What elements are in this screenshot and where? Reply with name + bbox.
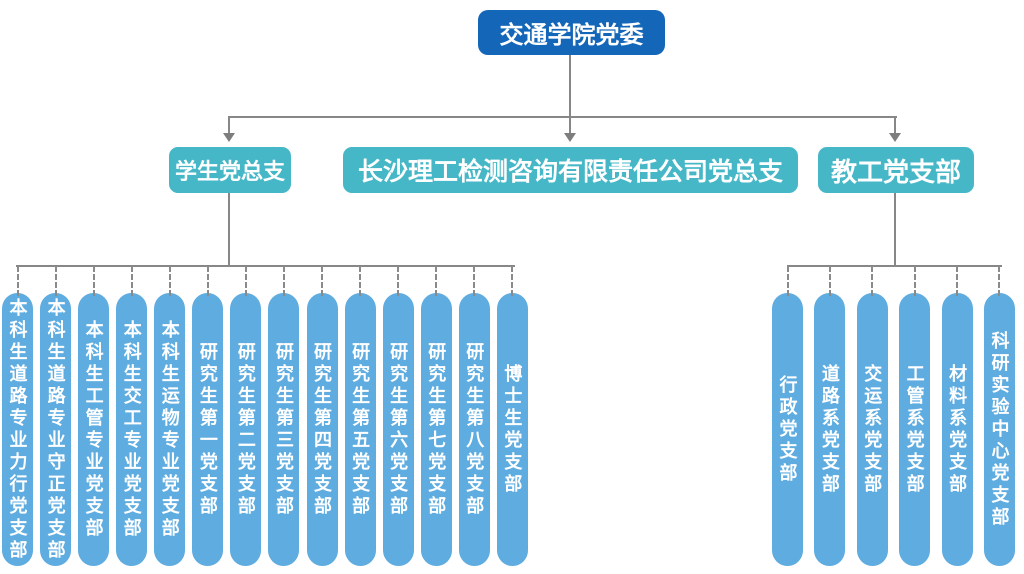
org-pill: 研究生第三党支部 — [268, 266, 300, 566]
org-pill: 研究生第五党支部 — [344, 266, 376, 566]
org-pill: 研究生第七党支部 — [420, 266, 452, 566]
branch-node-faculty: 教工党支部 — [818, 147, 974, 193]
org-pill: 行政党支部 — [772, 266, 803, 566]
org-pill: 研究生第二党支部 — [230, 266, 262, 566]
org-pill-label: 研究生第八党支部 — [464, 341, 485, 518]
arrow-down-icon — [223, 133, 235, 142]
org-pill-label: 材料系党支部 — [947, 363, 968, 496]
org-pill: 本科生工管专业党支部 — [78, 266, 110, 566]
connector-root-stem — [569, 55, 571, 118]
org-pill-label: 研究生第二党支部 — [235, 341, 256, 518]
org-pill: 研究生第六党支部 — [382, 266, 414, 566]
org-pill: 本科生交工专业党支部 — [116, 266, 148, 566]
branch-node-students: 学生党总支 — [169, 147, 291, 193]
org-pill-label: 博士生党支部 — [502, 363, 523, 496]
arrow-down-icon — [889, 133, 901, 142]
org-pill-label: 本科生道路专业守正党支部 — [45, 297, 66, 562]
org-pill-label: 研究生第四党支部 — [312, 341, 332, 518]
org-pill-label: 本科生工管专业党支部 — [83, 319, 104, 540]
org-pill-label: 本科生道路专业力行党支部 — [7, 297, 28, 562]
org-pill-label: 本科生交工专业党支部 — [121, 319, 142, 540]
connector-level1-rail — [228, 116, 897, 118]
org-pill: 本科生道路专业力行党支部 — [2, 266, 33, 566]
org-pill: 本科生道路专业守正党支部 — [40, 266, 72, 566]
org-pill: 研究生第一党支部 — [192, 266, 224, 566]
org-pill: 材料系党支部 — [941, 266, 973, 566]
arrow-down-icon — [564, 133, 576, 142]
org-pill-label: 科研实验中心党支部 — [989, 330, 1010, 529]
org-pill: 工管系党支部 — [899, 266, 931, 566]
faculty-branches-group: 行政党支部 道路系党支部 交运系党支部 工管系党支部 材料系党支部 科研实验中心… — [772, 266, 1015, 566]
org-pill-label: 研究生第一党支部 — [197, 341, 218, 518]
org-pill: 科研实验中心党支部 — [983, 266, 1015, 566]
org-pill: 研究生第八党支部 — [458, 266, 490, 566]
connector-students-stem — [228, 193, 230, 267]
org-pill-label: 研究生第六党支部 — [388, 341, 409, 518]
connector-faculty-stem — [894, 193, 896, 267]
org-pill-label: 行政党支部 — [777, 374, 798, 485]
root-node: 交通学院党委 — [478, 10, 665, 55]
org-pill: 研究生第四党支部 — [306, 266, 338, 566]
org-pill: 交运系党支部 — [856, 266, 888, 566]
connector-drop-students — [228, 117, 230, 133]
connector-students-rail — [16, 265, 515, 267]
connector-drop-faculty — [894, 117, 896, 133]
org-pill-label: 研究生第三党支部 — [273, 341, 294, 518]
org-pill: 道路系党支部 — [814, 266, 846, 566]
org-pill-label: 研究生第七党支部 — [426, 341, 447, 518]
org-pill-label: 本科生运物专业党支部 — [159, 319, 180, 540]
connector-faculty-rail — [787, 265, 1002, 267]
org-pill-label: 道路系党支部 — [819, 363, 840, 496]
student-branches-group: 本科生道路专业力行党支部 本科生道路专业守正党支部 本科生工管专业党支部 本科生… — [2, 266, 528, 566]
org-pill-label: 工管系党支部 — [904, 363, 925, 496]
org-pill-label: 交运系党支部 — [862, 363, 883, 496]
org-pill: 博士生党支部 — [496, 266, 528, 566]
branch-node-company: 长沙理工检测咨询有限责任公司党总支 — [343, 147, 798, 193]
org-pill-label: 研究生第五党支部 — [350, 341, 371, 518]
org-pill: 本科生运物专业党支部 — [154, 266, 186, 566]
connector-drop-company — [569, 117, 571, 133]
